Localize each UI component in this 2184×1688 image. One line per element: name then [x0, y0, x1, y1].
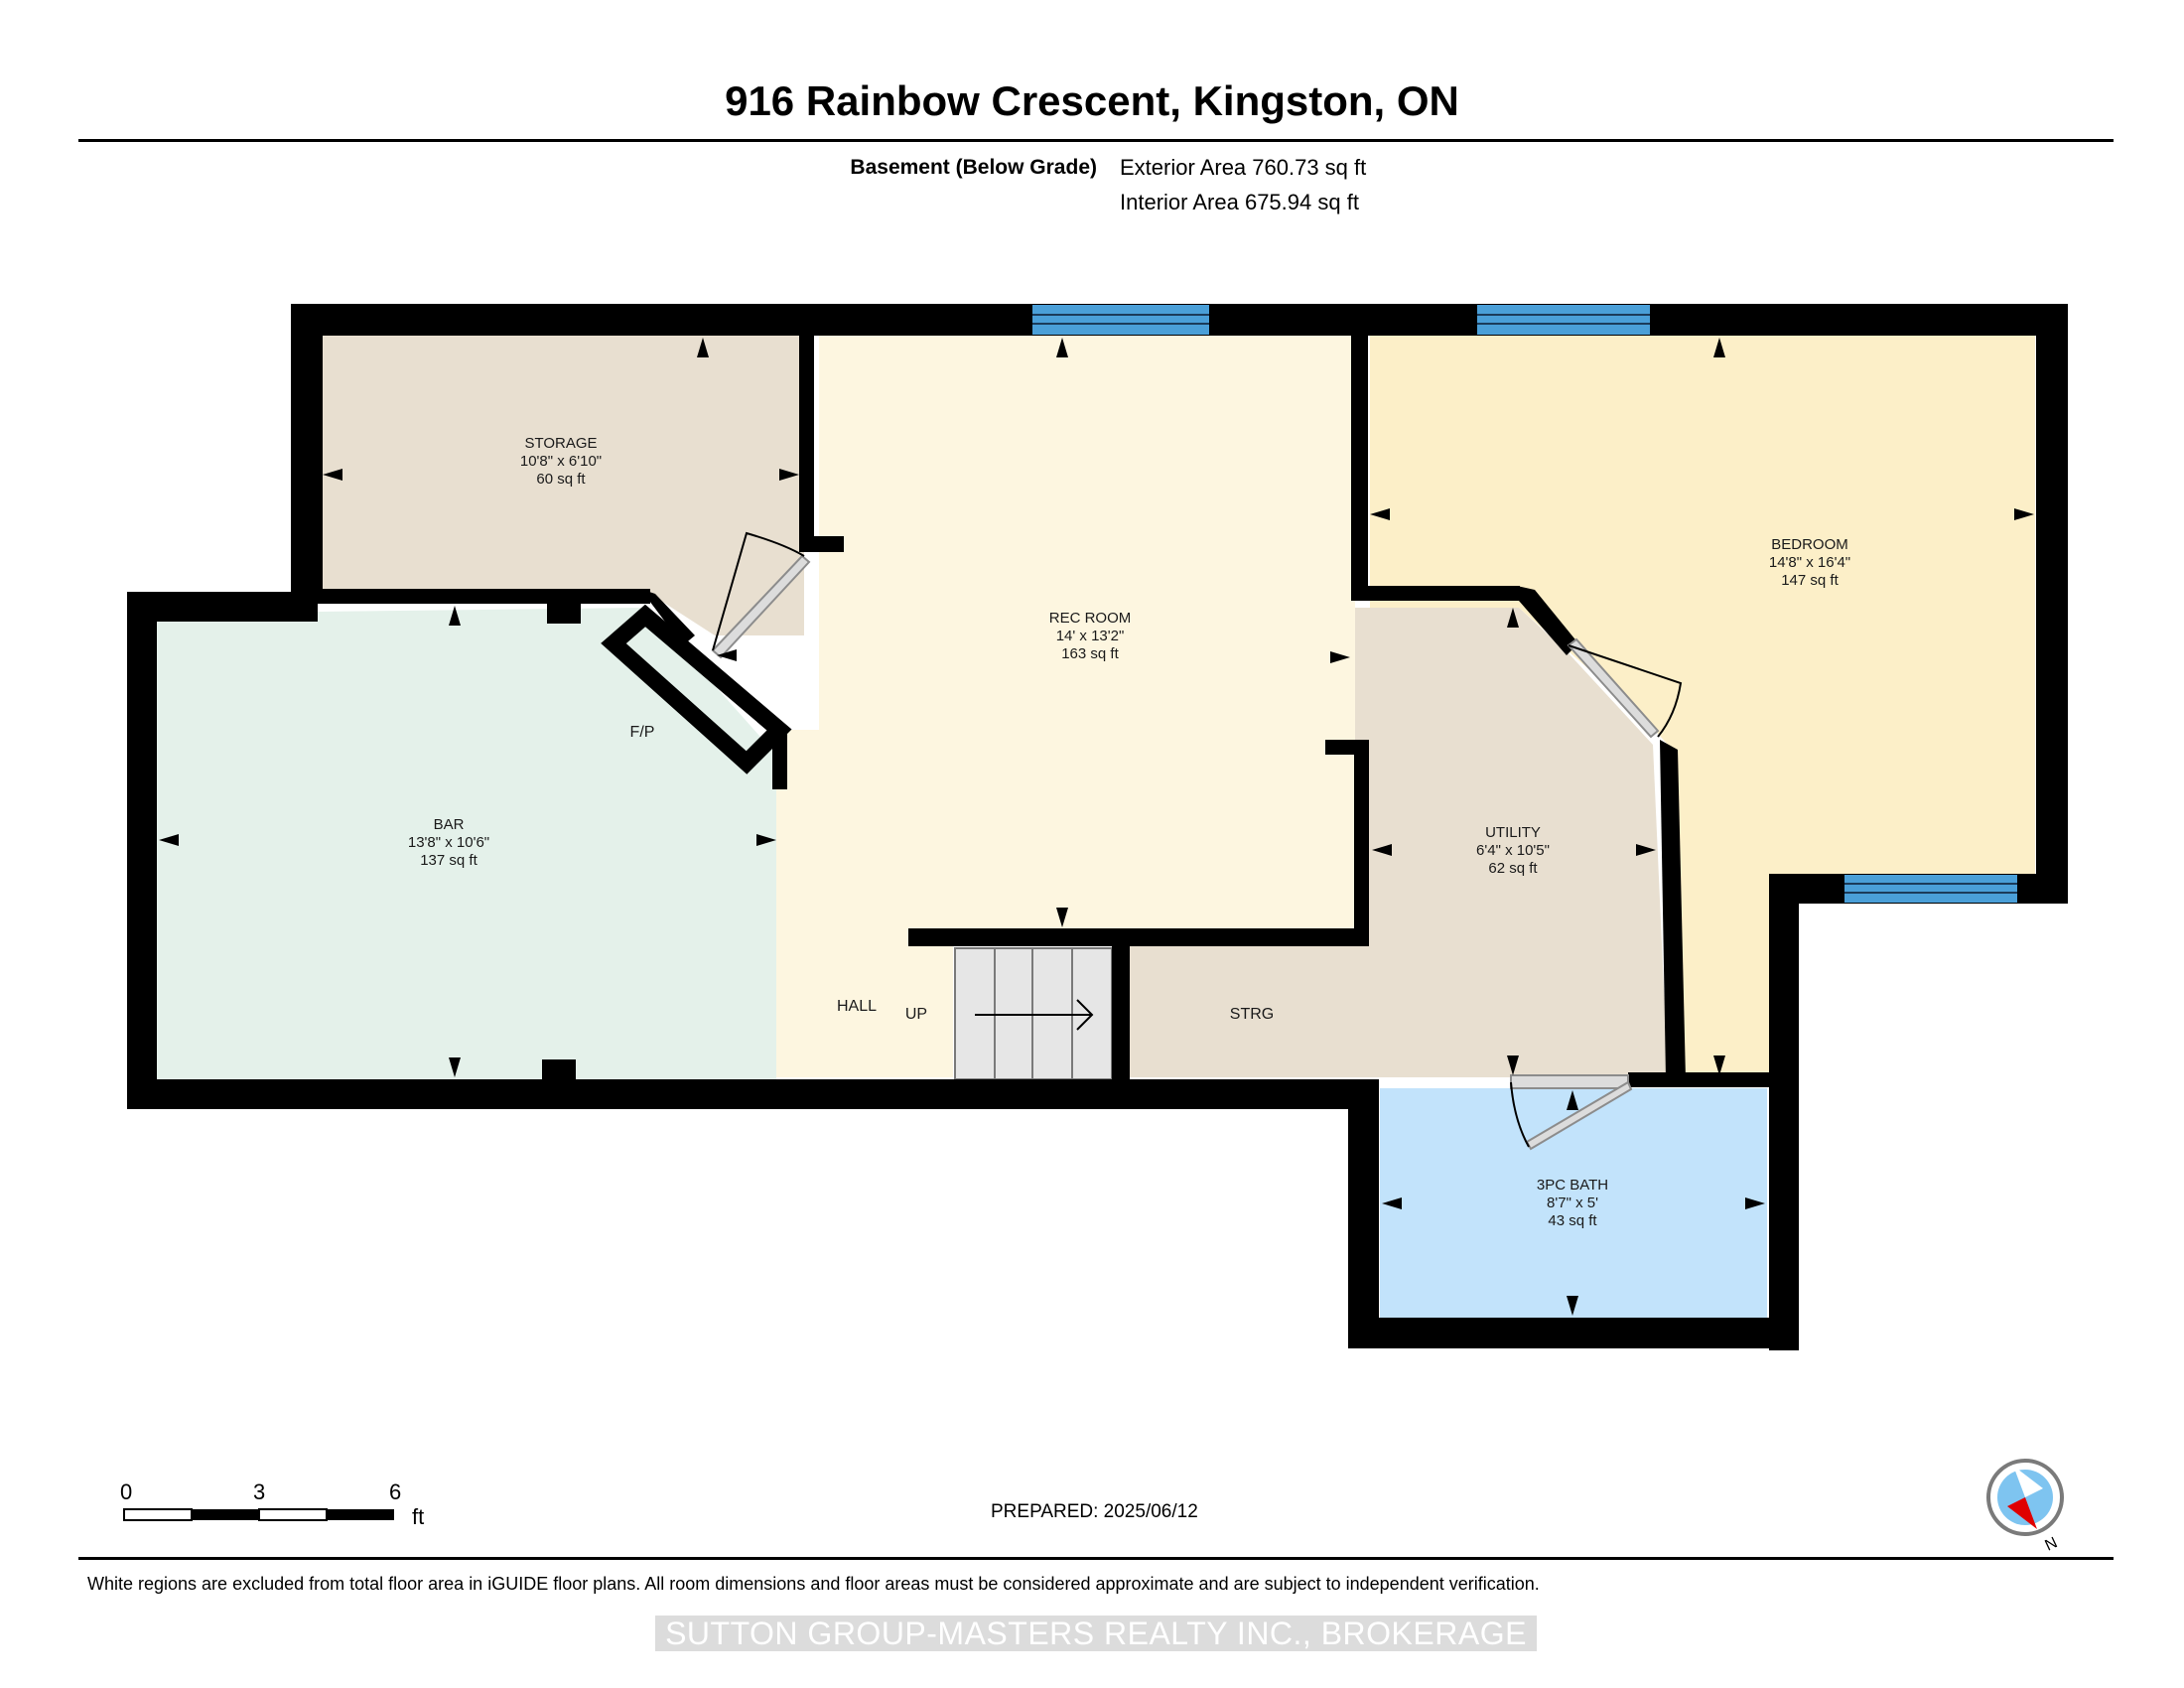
- walls: [127, 304, 2068, 1350]
- storage-area: 60 sq ft: [536, 471, 586, 488]
- storage-name: STORAGE: [524, 435, 597, 452]
- strg-closet: [1129, 946, 1355, 1077]
- utility-area: 62 sq ft: [1488, 860, 1538, 877]
- prepared-date: PREPARED: 2025/06/12: [991, 1501, 1198, 1522]
- bar-label: BAR 13'8" x 10'6" 137 sq ft: [408, 816, 489, 869]
- stairs-up-label: UP: [905, 1006, 927, 1023]
- interior-area: Interior Area 675.94 sq ft: [1120, 190, 1359, 214]
- exterior-area: Exterior Area 760.73 sq ft: [1120, 155, 1367, 180]
- utility-name: UTILITY: [1485, 824, 1541, 841]
- rec-room-area: 163 sq ft: [1061, 645, 1119, 662]
- windows: [1032, 305, 2017, 903]
- rec-room-name: REC ROOM: [1049, 610, 1132, 627]
- hall-area: [774, 755, 953, 1077]
- bedroom-area: 147 sq ft: [1781, 572, 1839, 589]
- scale-tick-0: 0: [120, 1479, 133, 1504]
- rec-room: [784, 336, 1355, 938]
- bath-room: [1380, 1088, 1767, 1318]
- disclaimer-text: White regions are excluded from total fl…: [87, 1574, 1540, 1594]
- bedroom-dims: 14'8" x 16'4": [1769, 554, 1850, 571]
- rec-room-label: REC ROOM 14' x 13'2" 163 sq ft: [1049, 610, 1132, 662]
- bar-area: 137 sq ft: [420, 852, 478, 869]
- scale-tick-6: 6: [389, 1479, 402, 1504]
- hall-label: HALL: [837, 998, 877, 1015]
- compass-north-label: N: [2043, 1534, 2061, 1554]
- bedroom: [1370, 336, 2035, 1077]
- utility-label: UTILITY 6'4" x 10'5" 62 sq ft: [1476, 824, 1550, 877]
- bath-area: 43 sq ft: [1548, 1212, 1597, 1229]
- scale-bar: [123, 1508, 394, 1521]
- storage-room: [323, 336, 824, 635]
- bar-dims: 13'8" x 10'6": [408, 834, 489, 851]
- stairs-arrowhead: [1076, 999, 1094, 1031]
- header-rule: [78, 139, 2114, 142]
- bar-room: [157, 608, 776, 1079]
- bath-name: 3PC BATH: [1537, 1177, 1608, 1194]
- bedroom-label: BEDROOM 14'8" x 16'4" 147 sq ft: [1769, 536, 1850, 589]
- bath-label: 3PC BATH 8'7" x 5' 43 sq ft: [1537, 1177, 1608, 1229]
- storage-dims: 10'8" x 6'10": [520, 453, 602, 470]
- page-title: 916 Rainbow Crescent, Kingston, ON: [725, 77, 1459, 124]
- measurement-markers: [159, 338, 2034, 1316]
- scale-tick-3: 3: [253, 1479, 266, 1504]
- fireplace-label: F/P: [630, 724, 655, 741]
- bar-name: BAR: [434, 816, 465, 833]
- rec-room-dims: 14' x 13'2": [1056, 628, 1125, 644]
- footer-rule: [78, 1557, 2114, 1560]
- scale-unit: ft: [412, 1504, 425, 1529]
- bedroom-name: BEDROOM: [1771, 536, 1848, 553]
- fireplace: [601, 604, 792, 774]
- brokerage-watermark: SUTTON GROUP-MASTERS REALTY INC., BROKER…: [655, 1616, 1537, 1651]
- compass-icon: N: [1986, 1459, 2064, 1555]
- utility-room: [1355, 608, 1668, 1077]
- storage-label: STORAGE 10'8" x 6'10" 60 sq ft: [520, 435, 602, 488]
- strg-label: STRG: [1230, 1006, 1274, 1023]
- floor-label: Basement (Below Grade): [850, 156, 1097, 179]
- doors: [711, 531, 1683, 1151]
- bath-dims: 8'7" x 5': [1547, 1195, 1598, 1211]
- utility-dims: 6'4" x 10'5": [1476, 842, 1550, 859]
